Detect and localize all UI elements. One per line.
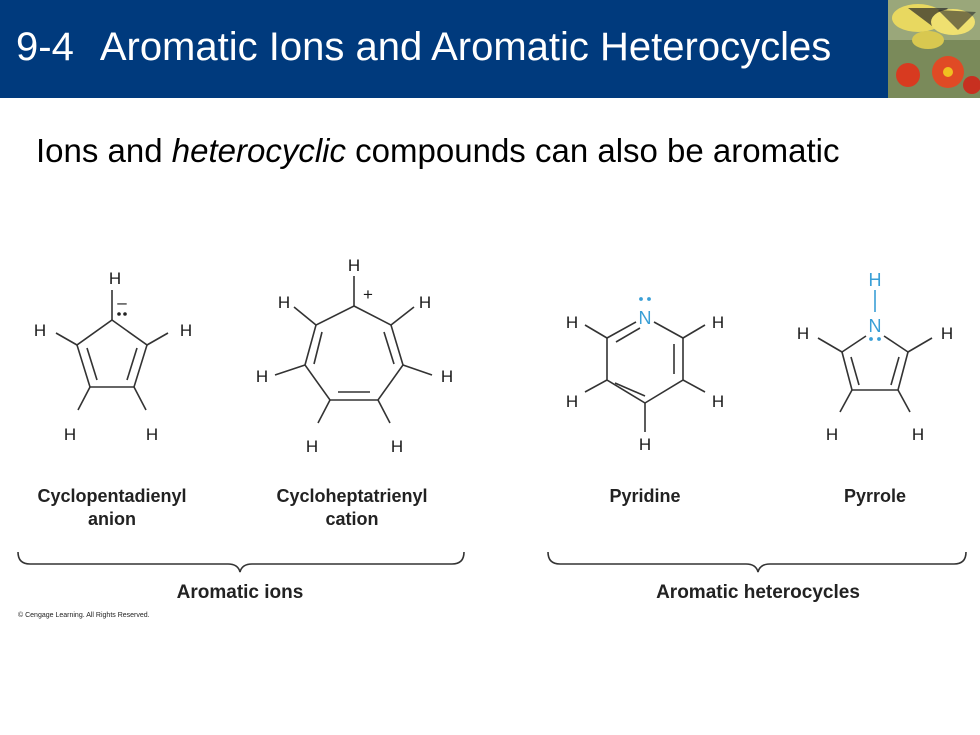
svg-text:H: H [348,256,360,275]
svg-text:H: H [278,293,290,312]
compound-name: anion [88,509,136,529]
svg-text:H: H [869,270,882,290]
title-text: Aromatic Ions and Aromatic Heterocycles [99,25,832,69]
svg-text:H: H [712,313,724,332]
svg-text:H: H [256,367,268,386]
copyright-notice: © Cengage Learning. All Rights Reserved. [18,611,150,619]
svg-text:H: H [826,425,838,444]
compound-name: Cyclopentadienyl [37,486,186,506]
svg-text:H: H [941,324,953,343]
brace-aromatic-heterocycles [547,551,967,573]
svg-text:H: H [391,437,403,456]
svg-text:H: H [712,392,724,411]
compound-name: cation [325,509,378,529]
pyridine-structure: N H H H H H [566,297,724,454]
svg-text:H: H [912,425,924,444]
compound-name: Pyrrole [844,486,906,506]
negative-charge: – [117,293,127,312]
nitrogen-atom: N [639,308,652,328]
aromatic-structures-figure: H – H H H H H + H H H H H H [17,256,967,619]
title-bar: 9-4 Aromatic Ions and Aromatic Heterocycl… [0,0,980,98]
nitrogen-atom: N [869,316,882,336]
svg-text:H: H [146,425,158,444]
section-number: 9-4 [16,25,74,69]
compound-name: Pyridine [609,486,680,506]
subtitle-emphasis: heterocyclic [171,132,347,169]
svg-text:H: H [306,437,318,456]
compound-name: Cycloheptatrienyl [276,486,427,506]
svg-text:H: H [566,313,578,332]
positive-charge: + [363,285,373,304]
svg-text:H: H [109,269,121,288]
brace-aromatic-ions [17,551,465,573]
group-label: Aromatic heterocycles [656,582,860,603]
svg-text:H: H [180,321,192,340]
cyclopentadienyl-anion-structure: H – H H H H [34,269,192,444]
subtitle: Ions and heterocyclic compounds can also… [36,132,840,169]
svg-text:H: H [441,367,453,386]
butterfly-logo-icon [888,0,980,98]
svg-text:H: H [419,293,431,312]
cycloheptatrienyl-cation-structure: H + H H H H H H [256,256,453,456]
svg-text:H: H [34,321,46,340]
svg-text:H: H [639,435,651,454]
pyrrole-structure: H N H H H H [797,270,953,444]
svg-text:H: H [64,425,76,444]
group-label: Aromatic ions [177,582,304,603]
svg-text:H: H [566,392,578,411]
svg-text:H: H [797,324,809,343]
slide-title: 9-4 Aromatic Ions and Aromatic Heterocycl… [16,22,831,72]
